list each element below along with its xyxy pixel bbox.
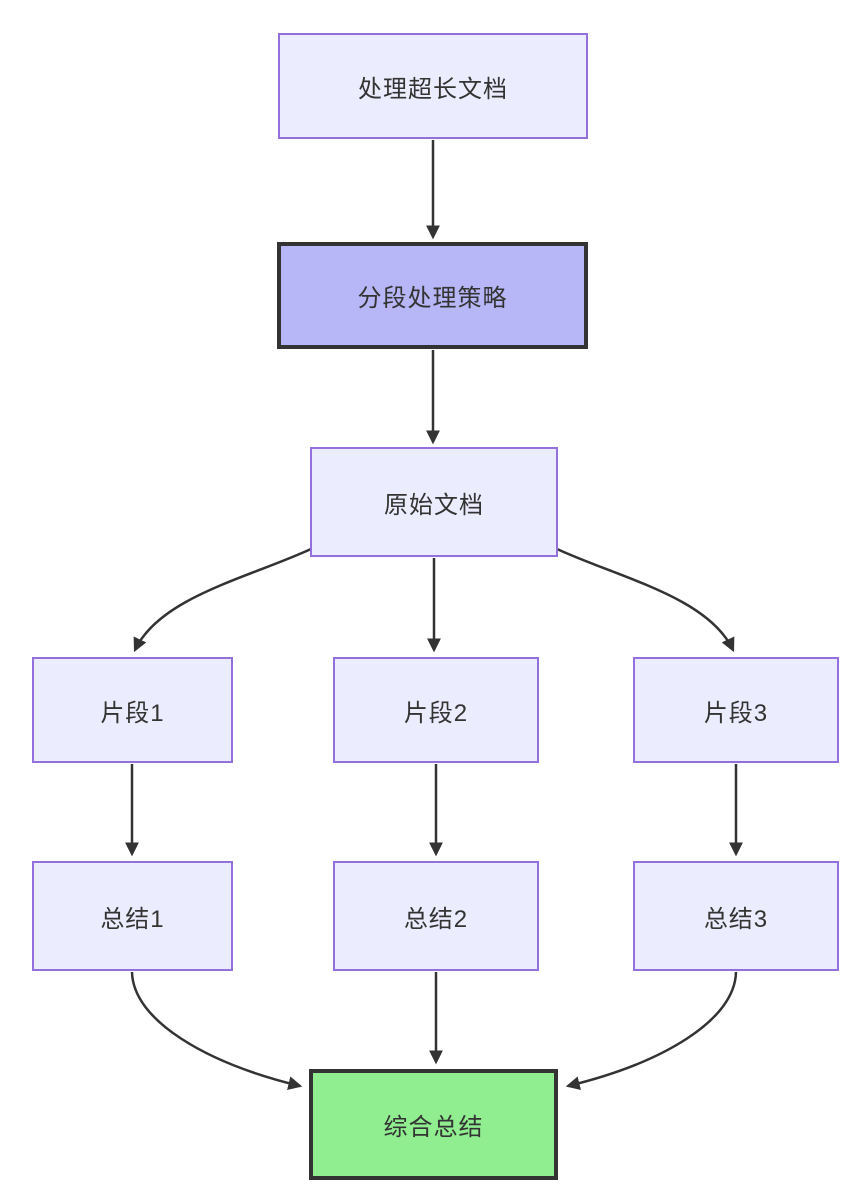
node-process-long-document: 处理超长文档 [278, 33, 588, 139]
node-fragment-3: 片段3 [633, 657, 839, 763]
node-summary-1: 总结1 [32, 861, 233, 971]
node-combined-summary: 综合总结 [309, 1069, 558, 1180]
node-summary-3: 总结3 [633, 861, 839, 971]
edge-e3-f [565, 971, 738, 1091]
node-fragment-1: 片段1 [32, 657, 233, 763]
node-original-document: 原始文档 [310, 447, 558, 557]
node-summary-2: 总结2 [333, 861, 539, 971]
edge-c-d1 [133, 547, 312, 653]
node-fragment-2: 片段2 [333, 657, 539, 763]
edge-c-d3 [556, 547, 735, 653]
node-segmentation-strategy: 分段处理策略 [277, 242, 588, 349]
edge-e1-f [130, 971, 303, 1091]
